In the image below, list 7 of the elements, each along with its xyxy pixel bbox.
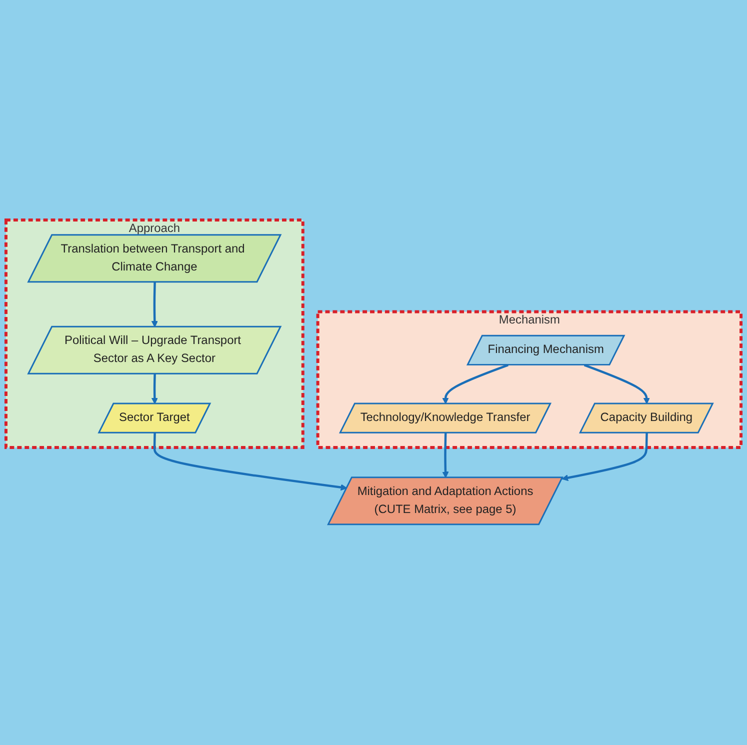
arrow: [151, 282, 158, 328]
arrow: [562, 433, 648, 482]
arrow: [442, 364, 509, 404]
arrow: [151, 374, 158, 404]
arrow: [153, 433, 348, 491]
arrow: [442, 433, 449, 478]
arrow: [584, 364, 650, 404]
